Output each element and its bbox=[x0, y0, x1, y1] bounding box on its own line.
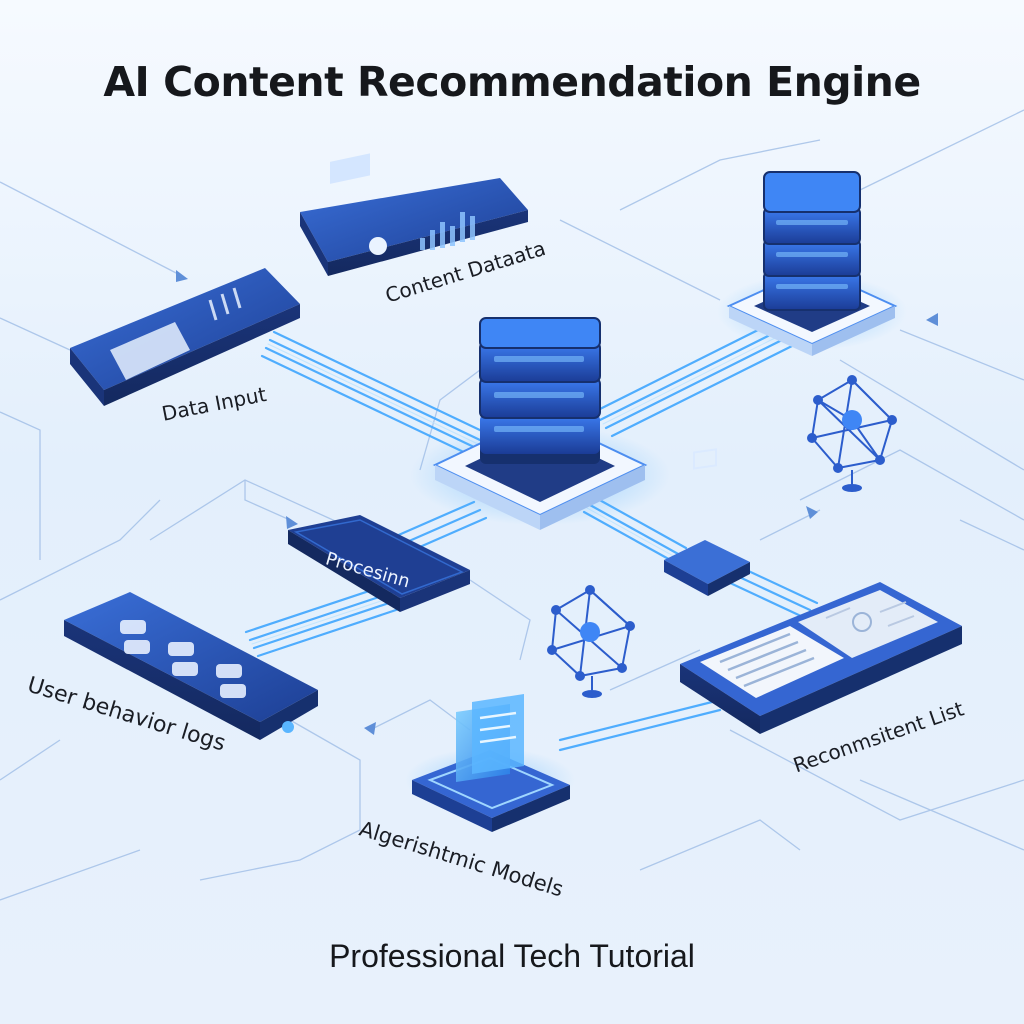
background-guide-lines bbox=[0, 109, 1024, 901]
arrowheads bbox=[176, 270, 938, 735]
beam-connections bbox=[244, 320, 819, 752]
server-stack-icon bbox=[479, 317, 601, 464]
page-title: AI Content Recommendation Engine bbox=[103, 58, 921, 106]
page-subtitle: Professional Tech Tutorial bbox=[329, 938, 695, 974]
neural-network-icon bbox=[547, 585, 635, 698]
server-stack-icon bbox=[763, 171, 861, 311]
recommendation-list-panel bbox=[680, 582, 962, 734]
content-data-panel bbox=[300, 153, 528, 276]
algorithmic-models-block bbox=[405, 694, 575, 832]
data-input-panel bbox=[70, 268, 300, 406]
central-server bbox=[410, 317, 670, 530]
document-icon bbox=[456, 694, 524, 782]
processing-block bbox=[288, 515, 470, 612]
neural-network-icon bbox=[807, 375, 897, 492]
user-logs-panel bbox=[64, 592, 318, 740]
storage-server bbox=[717, 171, 907, 356]
chip-icon bbox=[664, 448, 750, 596]
